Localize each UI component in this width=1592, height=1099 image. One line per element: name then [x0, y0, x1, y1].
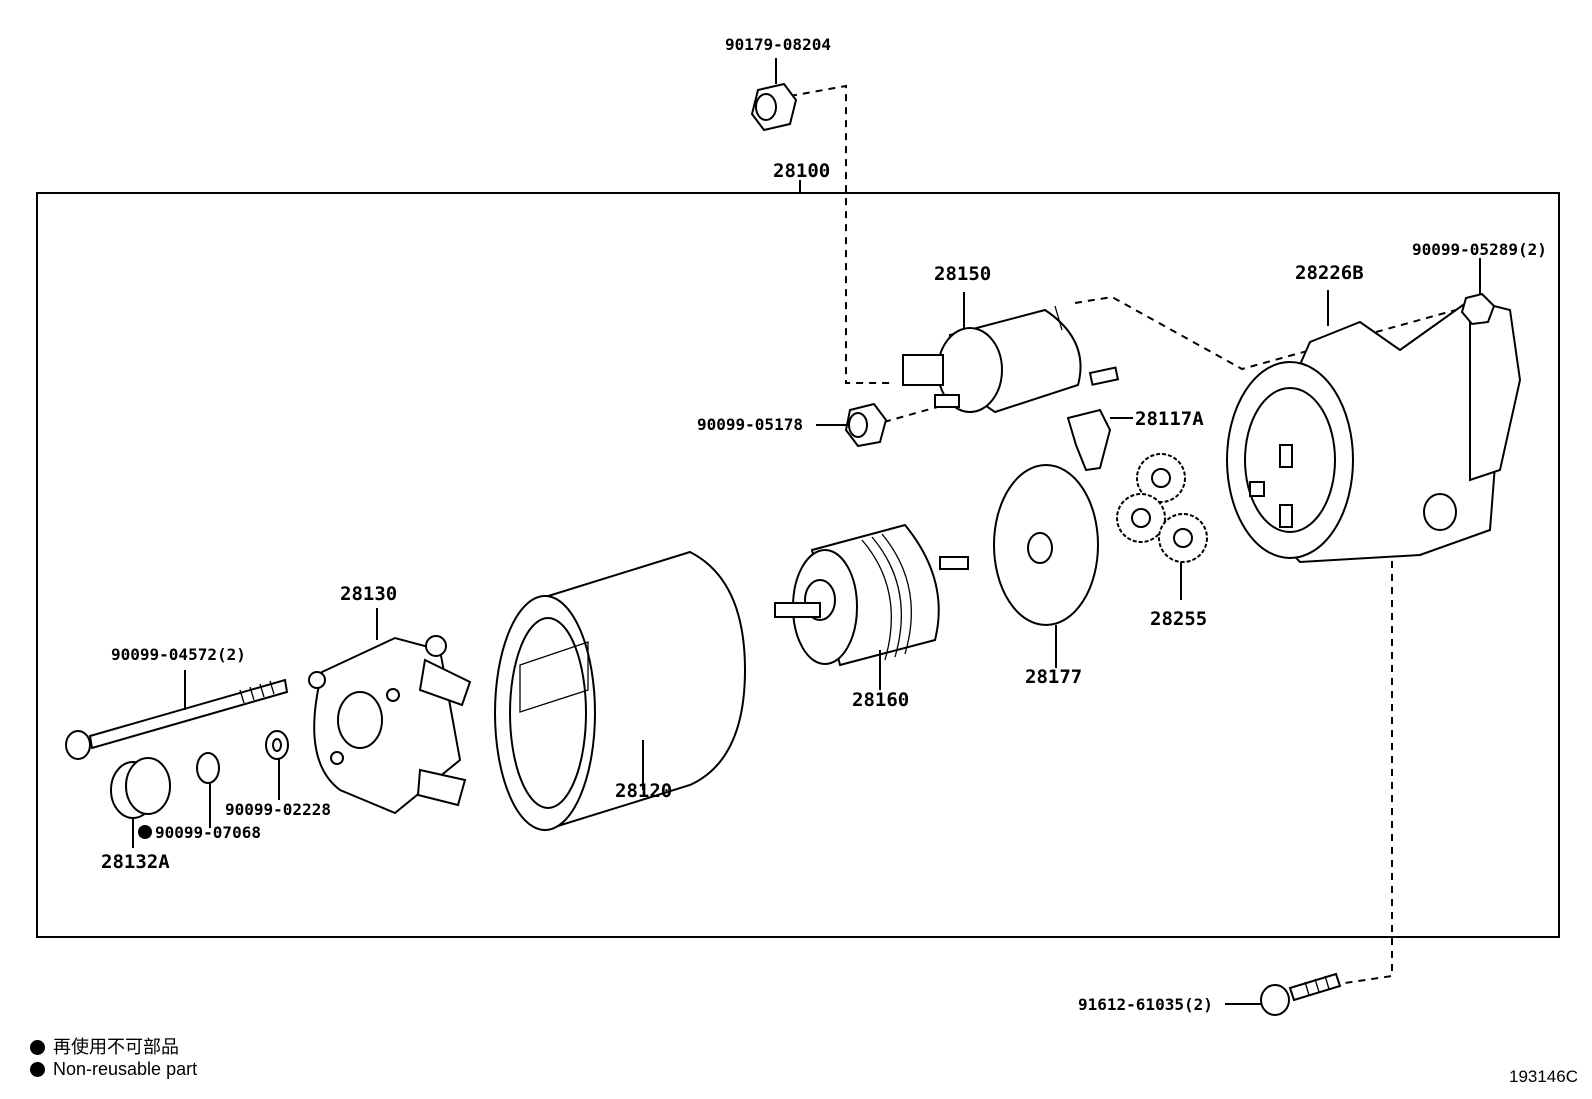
legend-en-text: Non-reusable part	[53, 1059, 198, 1079]
nut-top-part	[750, 82, 798, 132]
nut-housing-part	[1460, 292, 1496, 326]
label-housing: 28226B	[1295, 262, 1364, 284]
yoke-part	[494, 550, 747, 832]
washer-part	[265, 730, 289, 760]
legend-en: Non-reusable part	[30, 1059, 197, 1080]
armature-part	[774, 523, 969, 667]
legend-jp: 再使用不可部品	[30, 1033, 179, 1059]
assembly-frame	[36, 192, 1560, 938]
label-o-ring: 90099-07068	[155, 823, 261, 842]
nut-solenoid-part	[844, 402, 888, 448]
figure-id: 193146C	[1508, 1067, 1578, 1086]
label-plate: 28177	[1025, 666, 1082, 688]
legend-jp-text: 再使用不可部品	[53, 1037, 179, 1057]
bullet-icon	[30, 1062, 45, 1077]
label-end-frame: 28130	[340, 583, 397, 605]
through-bolt-part	[65, 678, 289, 760]
cap-part	[110, 757, 171, 819]
non-reusable-dot	[138, 825, 152, 839]
label-lever: 28117A	[1135, 408, 1204, 430]
end-frame-part	[308, 635, 472, 815]
label-assembly: 28100	[773, 160, 830, 182]
label-yoke: 28120	[615, 780, 672, 802]
o-ring-part	[196, 752, 220, 784]
housing-part	[1226, 298, 1522, 564]
plate-part	[993, 464, 1099, 626]
label-nut-housing: 90099-05289(2)	[1412, 240, 1547, 259]
label-washer: 90099-02228	[225, 800, 331, 819]
label-bolt-bottom: 91612-61035(2)	[1078, 995, 1213, 1014]
gears-part	[1116, 453, 1208, 563]
label-cap: 28132A	[101, 851, 170, 873]
bullet-icon	[30, 1040, 45, 1055]
label-gears: 28255	[1150, 608, 1207, 630]
label-through-bolt: 90099-04572(2)	[111, 645, 246, 664]
solenoid-part	[902, 305, 1120, 414]
label-solenoid: 28150	[934, 263, 991, 285]
label-armature: 28160	[852, 689, 909, 711]
lever-part	[1066, 408, 1112, 472]
label-nut-solenoid: 90099-05178	[697, 415, 803, 434]
bolt-bottom-part	[1260, 972, 1342, 1016]
label-nut-top: 90179-08204	[725, 35, 831, 54]
